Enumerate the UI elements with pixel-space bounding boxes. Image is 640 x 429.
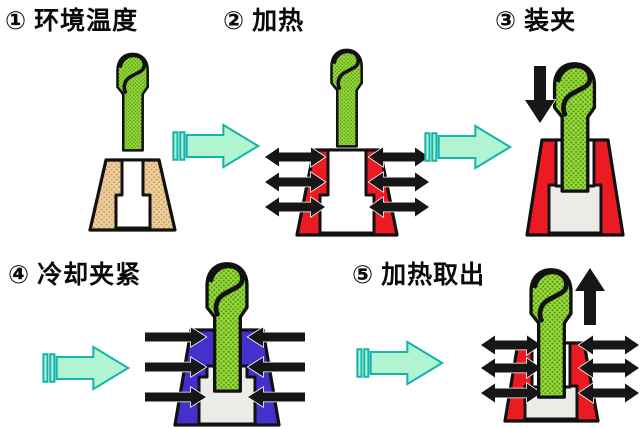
step-3-text: 装夹 [524, 7, 577, 35]
next-step-arrow-icon [424, 124, 512, 170]
step-1-text: 环境温度 [34, 7, 139, 35]
step-4-label: ④ 冷却夹紧 [8, 261, 141, 290]
ball-end-mill-tool-icon [555, 64, 595, 191]
ball-end-mill-tool-icon [531, 270, 571, 397]
ball-end-mill-tool-icon [207, 264, 247, 391]
next-step-arrow-icon [356, 340, 444, 386]
step-1-label: ① 环境温度 [5, 7, 138, 36]
step-5-label: ⑤ 加热取出 [352, 261, 485, 290]
next-step-arrow-icon [42, 345, 130, 391]
step-4-number: ④ [8, 261, 31, 289]
holder-bore-cavity [318, 148, 376, 235]
step-2-graphic [264, 48, 430, 237]
step-5-number: ⑤ [352, 261, 375, 289]
extract-up-arrow-icon [574, 267, 606, 326]
step-5-graphic [480, 267, 640, 423]
step-2-text: 加热 [252, 7, 305, 35]
step-1-graphic [88, 52, 177, 232]
step-4-graphic [145, 260, 305, 427]
ball-end-mill-tool-icon [329, 48, 364, 149]
ball-end-mill-tool-icon [115, 52, 150, 153]
step-5-text: 加热取出 [381, 261, 486, 289]
holder-bore-cavity [114, 158, 152, 230]
step-1-number: ① [5, 7, 28, 35]
next-step-arrow-icon [172, 123, 260, 169]
step-3-number: ③ [495, 7, 518, 35]
step-3-label: ③ 装夹 [495, 7, 576, 36]
insert-down-arrow-icon [524, 65, 556, 124]
step-4-text: 冷却夹紧 [37, 261, 142, 289]
step-2-label: ② 加热 [223, 7, 304, 36]
step-3-graphic [524, 58, 625, 237]
step-2-number: ② [223, 7, 246, 35]
